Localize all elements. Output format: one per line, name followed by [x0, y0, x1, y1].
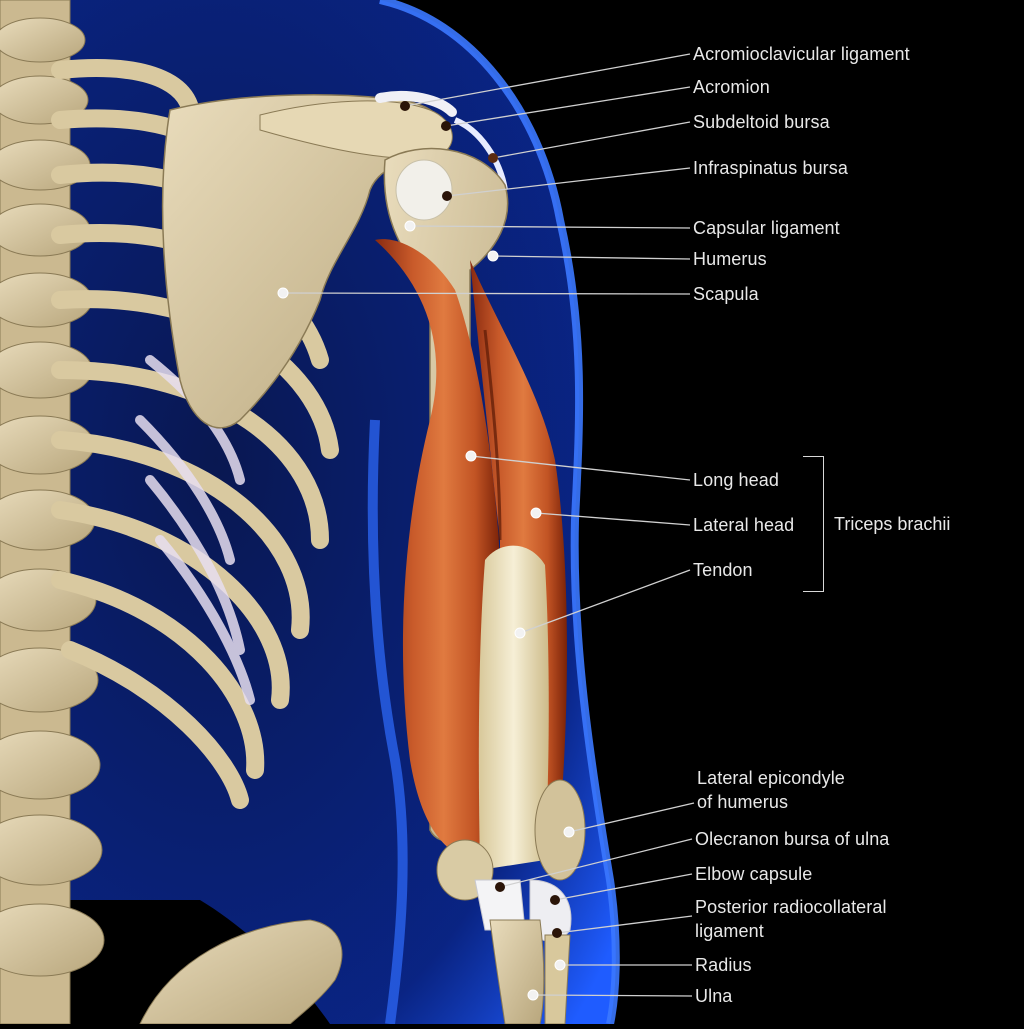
elbow-capsule-leader-line — [554, 873, 693, 901]
leader-lines — [277, 53, 695, 1001]
acromion-bone — [259, 100, 453, 159]
label-text: Capsular ligament — [693, 218, 840, 238]
label-text: Lateral head — [693, 515, 795, 535]
olecranon-bursa-of-ulna-leader-line — [499, 838, 693, 888]
label-text: Radius — [695, 955, 752, 975]
label-text: Acromioclavicular ligament — [693, 44, 910, 64]
label-text: Tendon — [693, 560, 753, 580]
label-text: Elbow capsule — [695, 864, 813, 884]
humerus-leader-line — [492, 255, 691, 260]
acromioclavicular-ligament-marker-dot — [400, 101, 410, 111]
label-text: Lateral epicondyle — [697, 768, 845, 788]
scapula-leader-line — [282, 292, 691, 295]
acromioclavicular-ligament-leader-line — [404, 53, 691, 107]
label-posterior-radiocollateral-ligament: Posterior radiocollateral ligament — [695, 895, 887, 943]
label-elbow-capsule: Elbow capsule — [695, 862, 812, 886]
label-scapula: Scapula — [693, 282, 759, 306]
label-tendon: Tendon — [693, 558, 753, 582]
infraspinatus-bursa-leader-line — [446, 167, 691, 197]
infraspinatus-bursa-marker-dot — [442, 191, 452, 201]
label-text: Scapula — [693, 284, 759, 304]
label-text: Long head — [693, 470, 779, 490]
label-long-head: Long head — [693, 468, 779, 492]
label-olecranon-bursa-of-ulna: Olecranon bursa of ulna — [695, 827, 889, 851]
label-text: Humerus — [693, 249, 767, 269]
group-label-triceps-brachii: Triceps brachii — [834, 514, 951, 534]
spine — [0, 0, 105, 1025]
acromioclavicular-ligament-shape — [375, 90, 457, 117]
radius-bone — [544, 934, 571, 1025]
label-text: Posterior radiocollateral — [695, 897, 887, 917]
label-text: Acromion — [693, 77, 770, 97]
scapula-marker-dot — [277, 287, 289, 299]
label-lateral-head: Lateral head — [693, 513, 794, 537]
triceps-muscle — [375, 239, 567, 870]
triceps-tendon — [478, 545, 549, 870]
label-text: Olecranon bursa of ulna — [695, 829, 890, 849]
label-radius: Radius — [695, 953, 752, 977]
label-text: Infraspinatus bursa — [693, 158, 848, 178]
label-text-line2: of humerus — [697, 792, 789, 812]
ulna-marker-dot — [527, 989, 539, 1001]
pelvis-bone — [139, 919, 343, 1025]
label-text: Ulna — [695, 986, 733, 1006]
label-infraspinatus-bursa: Infraspinatus bursa — [693, 156, 848, 180]
posterior-radiocollateral-ligament-marker-dot — [552, 928, 562, 938]
ulna-leader-line — [532, 994, 693, 997]
capsular-ligament-leader-line — [409, 225, 691, 229]
subdeltoid-bursa-leader-line — [492, 121, 691, 159]
label-capsular-ligament: Capsular ligament — [693, 216, 840, 240]
acromion-leader-line — [445, 86, 691, 127]
tendon-marker-dot — [514, 627, 526, 639]
subdeltoid-bursa-marker-dot — [488, 153, 498, 163]
lateral-epicondyle-of-humerus-marker-dot — [563, 826, 575, 838]
radius-marker-dot — [554, 959, 566, 971]
capsular-ligament-marker-dot — [404, 220, 416, 232]
tendon-leader-line — [519, 569, 691, 634]
label-lateral-epicondyle-of-humerus: Lateral epicondyle of humerus — [697, 766, 845, 814]
elbow-capsule-marker-dot — [550, 895, 560, 905]
triceps-brachii-bracket — [803, 456, 824, 592]
humerus-marker-dot — [487, 250, 499, 262]
label-acromion: Acromion — [693, 75, 770, 99]
label-acromioclavicular-ligament: Acromioclavicular ligament — [693, 42, 910, 66]
label-humerus: Humerus — [693, 247, 767, 271]
label-text-line2: ligament — [695, 921, 764, 941]
acromion-marker-dot — [441, 121, 451, 131]
olecranon-bursa-of-ulna-marker-dot — [495, 882, 505, 892]
label-ulna: Ulna — [695, 984, 732, 1008]
long-head-leader-line — [470, 455, 691, 481]
posterior-radiocollateral-ligament-leader-line — [556, 915, 693, 934]
lateral-head-marker-dot — [530, 507, 542, 519]
label-subdeltoid-bursa: Subdeltoid bursa — [693, 110, 830, 134]
lateral-epicondyle-of-humerus-leader-line — [568, 802, 695, 833]
long-head-marker-dot — [465, 450, 477, 462]
lateral-head-leader-line — [535, 512, 691, 526]
label-text: Subdeltoid bursa — [693, 112, 830, 132]
